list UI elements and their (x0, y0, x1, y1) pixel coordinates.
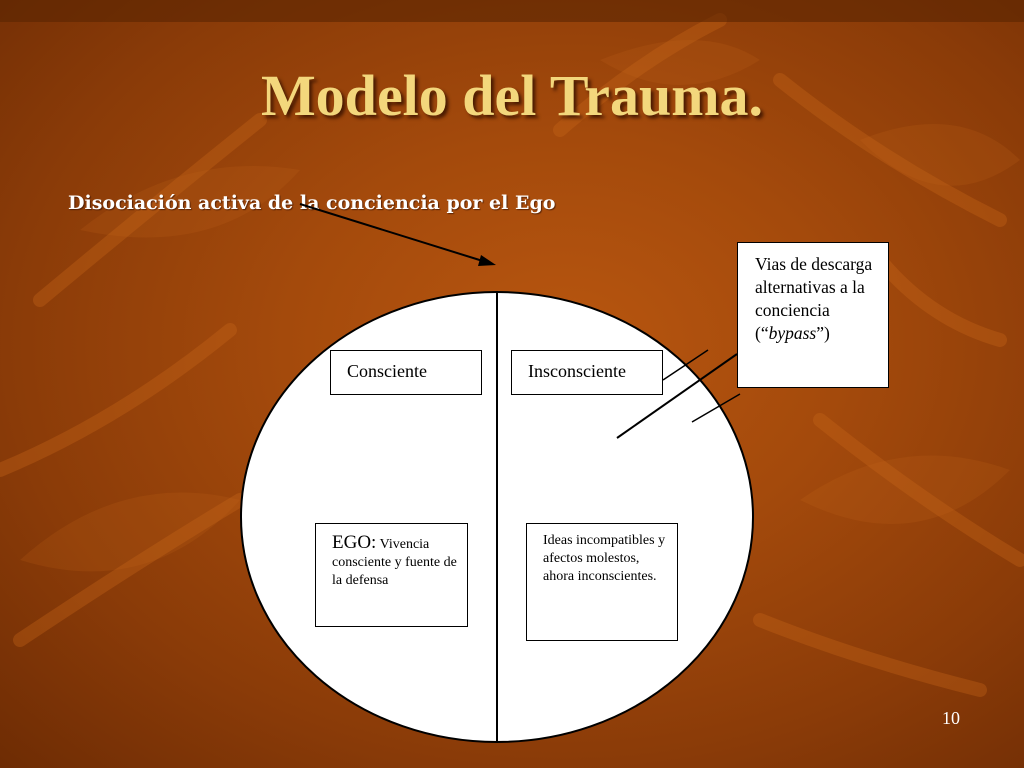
consciente-label: Consciente (347, 361, 427, 381)
ego-label: EGO: (332, 532, 377, 553)
inconsciente-box: Insconsciente (511, 350, 663, 395)
bypass-text-before: Vias de descarga alternativas a la conci… (755, 254, 873, 343)
consciente-box: Consciente (330, 350, 482, 395)
bypass-text-after: ”) (816, 323, 830, 343)
slide-title: Modelo del Trauma. (260, 63, 764, 128)
inconsciente-label: Insconsciente (528, 361, 626, 381)
bypass-box: Vias de descarga alternativas a la conci… (737, 242, 889, 388)
ideas-text: Ideas incompatibles y afectos molestos, … (543, 533, 666, 584)
ego-box: EGO: Vivencia consciente y fuente de la … (315, 523, 468, 627)
slide-subtitle: Disociación activa de la conciencia por … (68, 192, 556, 214)
bypass-line-2 (616, 353, 738, 439)
bypass-emphasis: bypass (768, 323, 817, 343)
ego-arrow-line (299, 203, 487, 263)
bypass-line-3 (691, 393, 741, 423)
ego-arrow-head (478, 255, 496, 266)
page-number: 10 (942, 708, 960, 728)
ego-description: Vivencia consciente y fuente de la defen… (332, 537, 457, 588)
bypass-line-1 (662, 349, 709, 381)
ideas-box: Ideas incompatibles y afectos molestos, … (526, 523, 678, 641)
